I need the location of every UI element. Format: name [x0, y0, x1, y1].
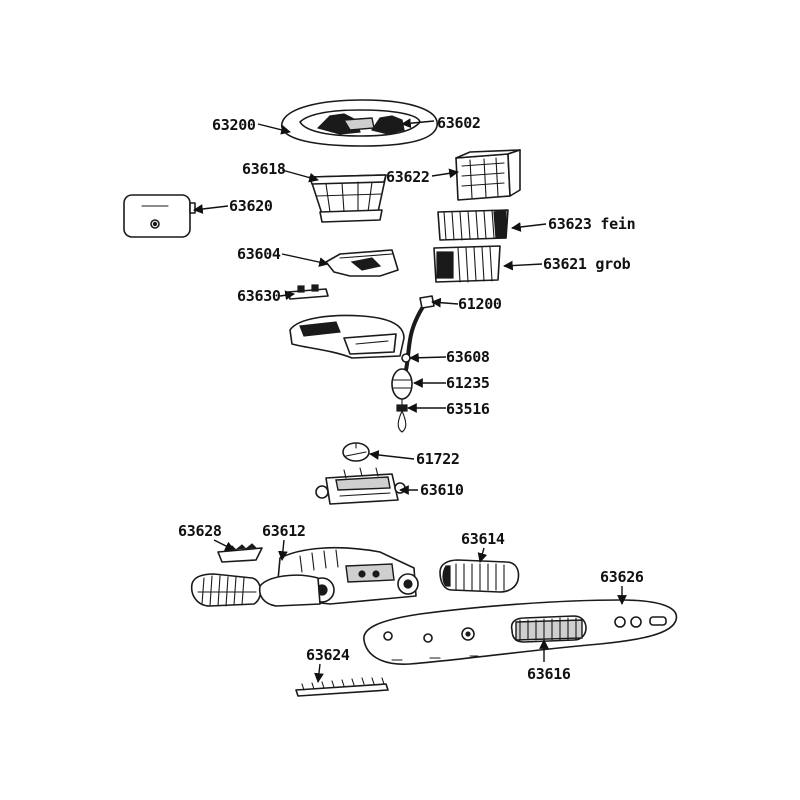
part-63621-coarse-filter	[433, 245, 501, 283]
label-63620: 63620	[229, 197, 273, 215]
label-61200: 61200	[458, 295, 502, 313]
label-63604: 63604	[237, 245, 281, 263]
part-63618-filter-basket	[309, 174, 387, 223]
label-63200: 63200	[212, 116, 256, 134]
label-63602: 63602	[437, 114, 481, 132]
part-left-track	[190, 573, 262, 607]
label-61235: 61235	[446, 374, 490, 392]
label-63516: 63516	[446, 400, 490, 418]
label-63614: 63614	[461, 530, 505, 548]
part-63624-brush-strip	[295, 677, 389, 697]
label-63626: 63626	[600, 568, 644, 586]
part-61235-float	[391, 368, 413, 400]
part-63628-bracket	[217, 543, 263, 563]
part-63623-fine-filter	[437, 209, 509, 241]
leader-lines	[193, 118, 627, 683]
label-63622: 63622	[386, 168, 430, 186]
part-side-plate	[258, 574, 321, 607]
label-63608: 63608	[446, 348, 490, 366]
part-63604-intake-cover	[325, 249, 399, 277]
label-63612: 63612	[262, 522, 306, 540]
part-number-labels: 63200 63602 63618 63622 63620 63623 fein…	[178, 114, 644, 683]
label-63624: 63624	[306, 646, 350, 664]
label-63618: 63618	[242, 160, 286, 178]
part-63616-brush-roller	[510, 615, 587, 643]
part-63622-filter-cartridge	[455, 149, 521, 201]
label-63630: 63630	[237, 287, 281, 305]
part-63614-track	[439, 559, 520, 593]
label-63616: 63616	[527, 665, 571, 683]
part-63620-cover-plate	[123, 194, 196, 238]
part-63610-motor-unit	[315, 467, 406, 505]
label-63621-grob: 63621 grob	[543, 255, 631, 273]
label-63623-fein: 63623 fein	[548, 215, 635, 233]
part-63630-clip	[287, 284, 329, 300]
label-63628: 63628	[178, 522, 222, 540]
label-61722: 61722	[416, 450, 460, 468]
part-61722-cap	[342, 442, 370, 462]
part-63516-strain-relief	[396, 398, 408, 433]
label-63610: 63610	[420, 481, 464, 499]
part-main-housing	[289, 314, 405, 359]
